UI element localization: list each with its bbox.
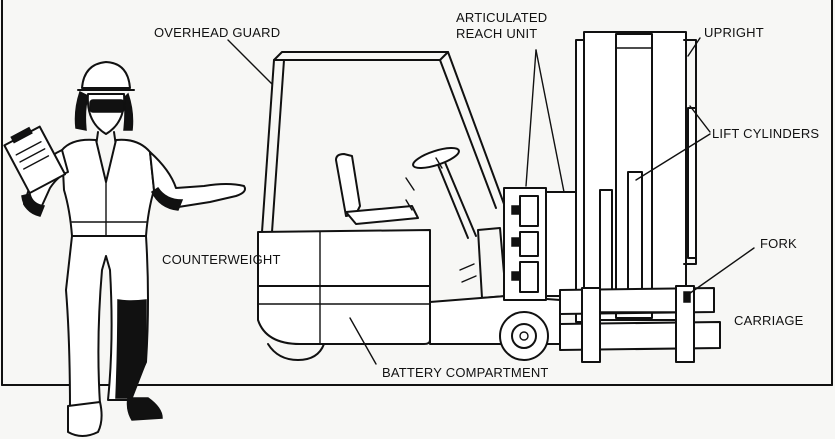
label-overhead-guard: OVERHEAD GUARD	[154, 25, 280, 40]
label-counterweight: COUNTERWEIGHT	[162, 252, 281, 267]
overhead-guard-rear-post	[439, 59, 497, 209]
fork-right	[675, 285, 695, 363]
leader-overhead-guard	[227, 39, 273, 85]
label-battery-compartment: BATTERY COMPARTMENT	[382, 365, 549, 380]
steering-column	[435, 159, 469, 239]
counterweight-block	[257, 229, 431, 287]
leader-lines	[227, 37, 755, 365]
overhead-guard-front-post	[261, 59, 275, 233]
operator-seat	[335, 153, 361, 217]
leader-lift-cylinders-b	[635, 133, 711, 181]
lift-cylinder-rear	[687, 107, 697, 259]
frame	[1, 0, 833, 386]
label-reach-unit: REACH UNIT	[456, 26, 537, 41]
leader-reach-unit-b	[535, 49, 565, 193]
leader-lift-cylinders-a	[689, 105, 711, 133]
overhead-guard-roof	[273, 51, 449, 61]
fork-left	[581, 287, 601, 363]
forklift	[257, 31, 721, 363]
leader-reach-unit-a	[525, 49, 537, 187]
label-upright: UPRIGHT	[704, 25, 764, 40]
label-articulated: ARTICULATED	[456, 10, 547, 25]
leader-upright	[687, 37, 701, 57]
battery-compartment-box	[257, 285, 431, 345]
hard-hat	[81, 61, 131, 89]
clipboard-icon	[3, 125, 67, 195]
worker-figure	[3, 61, 246, 437]
label-lift-cylinders: LIFT CYLINDERS	[712, 126, 819, 141]
label-fork: FORK	[760, 236, 797, 251]
part-labels: OVERHEAD GUARD ARTICULATED REACH UNIT UP…	[154, 10, 819, 380]
label-carriage: CARRIAGE	[734, 313, 804, 328]
leader-battery	[349, 317, 377, 365]
leader-fork	[685, 247, 755, 297]
